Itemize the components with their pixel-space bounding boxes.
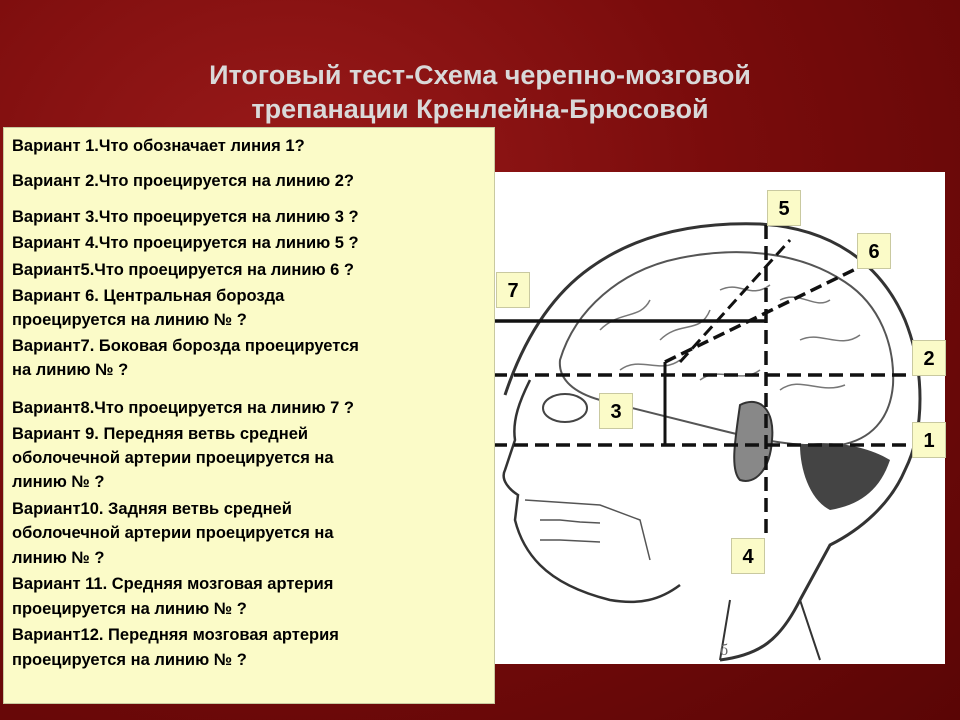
- question-line: Вариант8.Что проецируется на линию 7 ?: [12, 399, 355, 417]
- question-line: проецируется на линию № ?: [12, 600, 247, 618]
- question-line: Вариант 1.Что обозначает линия 1?: [12, 137, 305, 155]
- question-line: Вариант 2.Что проецируется на линию 2?: [12, 172, 355, 190]
- question-line: линию № ?: [12, 473, 105, 491]
- title-line-1: Итоговый тест-Схема черепно-мозговой: [209, 60, 751, 90]
- label-7: 7: [496, 272, 530, 308]
- question-line: Вариант 3.Что проецируется на линию 3 ?: [12, 208, 359, 226]
- face-profile: [502, 379, 681, 604]
- title-line-2: трепанации Кренлейна-Брюсовой: [251, 94, 709, 124]
- label-1: 1: [912, 422, 946, 458]
- brain-outline: [558, 251, 895, 447]
- question-line: оболочечной артерии проецируется на: [12, 524, 334, 542]
- question-line: Вариант10. Задняя ветвь средней: [12, 500, 292, 518]
- label-6: 6: [857, 233, 891, 269]
- question-line: проецируется на линию № ?: [12, 651, 247, 669]
- question-line: Вариант 9. Передняя ветвь средней: [12, 425, 309, 443]
- question-line: Вариант7. Боковая борозда проецируется: [12, 337, 359, 355]
- label-3: 3: [599, 393, 633, 429]
- head-scheme-drawing: б: [493, 222, 922, 662]
- question-line: Вариант 6. Центральная борозда: [12, 287, 285, 305]
- question-line: Вариант 4.Что проецируется на линию 5 ?: [12, 234, 359, 252]
- slide-title: Итоговый тест-Схема черепно-мозговой тре…: [100, 58, 860, 126]
- label-4: 4: [731, 538, 765, 574]
- questions-panel: Вариант 1.Что обозначает линия 1? Вариан…: [3, 127, 495, 704]
- question-line: линию № ?: [12, 549, 105, 567]
- head-outline: [503, 222, 922, 662]
- question-line: проецируется на линию № ?: [12, 311, 247, 329]
- figure-caption: б: [720, 642, 728, 659]
- line-6: [664, 260, 871, 364]
- question-line: оболочечной артерии проецируется на: [12, 449, 334, 467]
- label-5: 5: [767, 190, 801, 226]
- question-line: на линию № ?: [12, 361, 129, 379]
- question-line: Вариант12. Передняя мозговая артерия: [12, 626, 339, 644]
- label-2: 2: [912, 340, 946, 376]
- ear-shape: [733, 400, 774, 482]
- line-oblique-central: [678, 238, 792, 364]
- question-line: Вариант 11. Средняя мозговая артерия: [12, 575, 334, 593]
- question-line: Вариант5.Что проецируется на линию 6 ?: [12, 261, 355, 279]
